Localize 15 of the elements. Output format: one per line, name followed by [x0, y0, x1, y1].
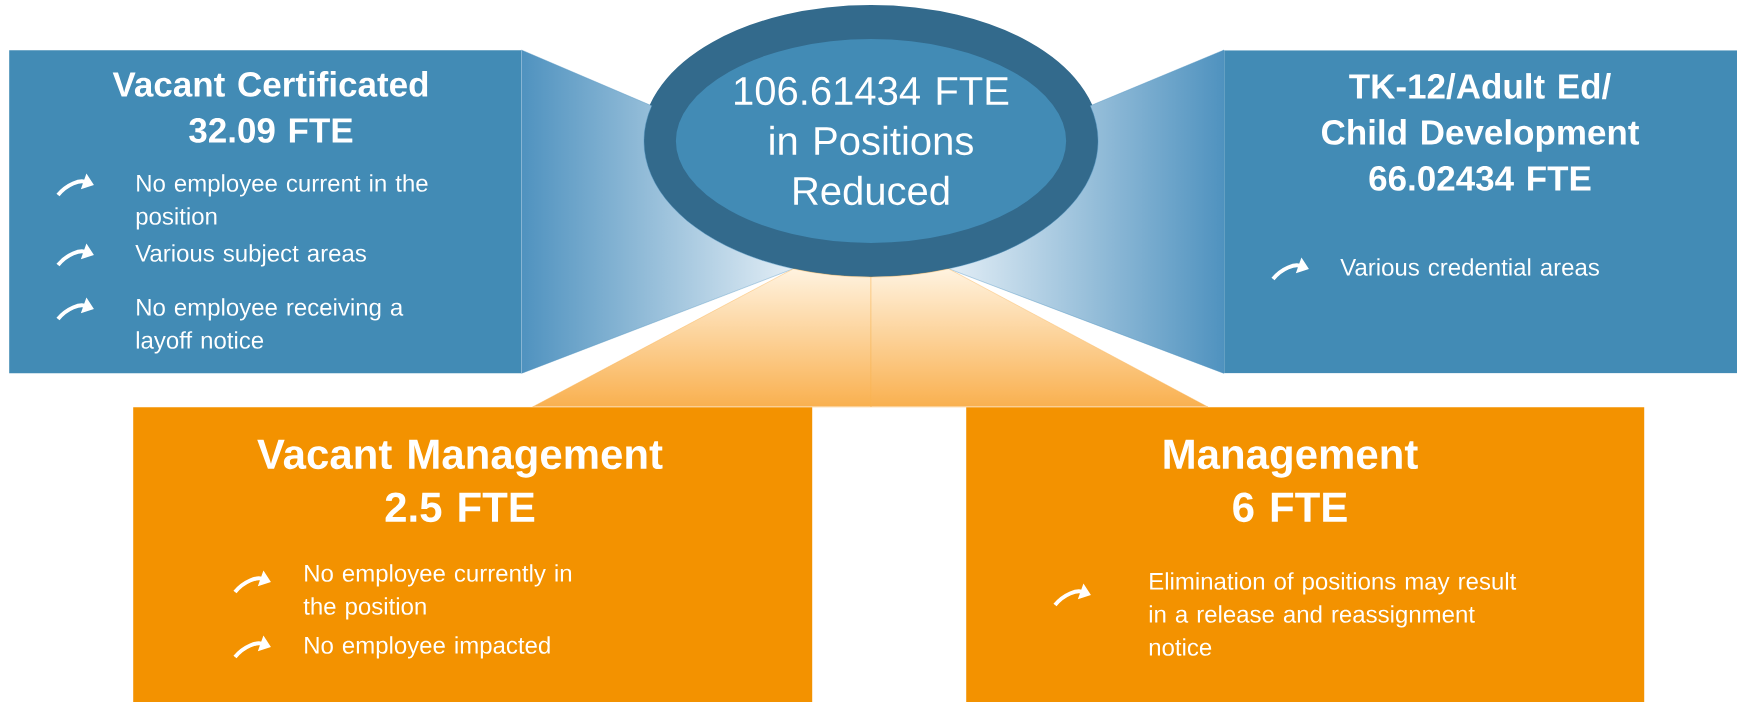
text-box [9, 50, 522, 374]
bullet-text: No employee impacted [305, 636, 550, 659]
heading: Vacant Certificated 32.09 FTE [112, 71, 428, 143]
bullet-text: No employee currently in the position [303, 564, 572, 620]
bullet-text: No employee current in the position [136, 174, 428, 230]
bullet-text: Various subject areas [135, 244, 366, 267]
bullet-text: No employee receiving a layoff notice [136, 298, 404, 354]
text-box [966, 407, 1645, 702]
heading: Vacant Management 2.5 FTE [257, 439, 663, 523]
text-box [133, 407, 813, 702]
heading: TK-12/Adult Ed/ Child Development 66.02434 FTE [1322, 73, 1640, 191]
text-box [1224, 50, 1737, 374]
bullet-text: Various credential areas [1340, 258, 1599, 276]
bullet-text: Elimination of positions may result in a release and reassignment notice [1149, 572, 1517, 656]
heading: Management 6 FTE [1164, 439, 1418, 523]
